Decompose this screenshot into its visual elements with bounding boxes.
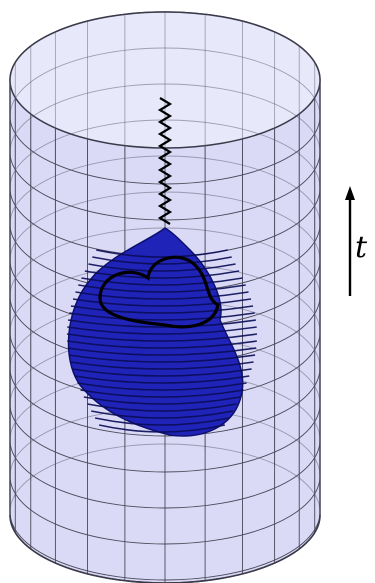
time-axis-label: t [355, 230, 367, 265]
time-arrow [345, 186, 355, 296]
